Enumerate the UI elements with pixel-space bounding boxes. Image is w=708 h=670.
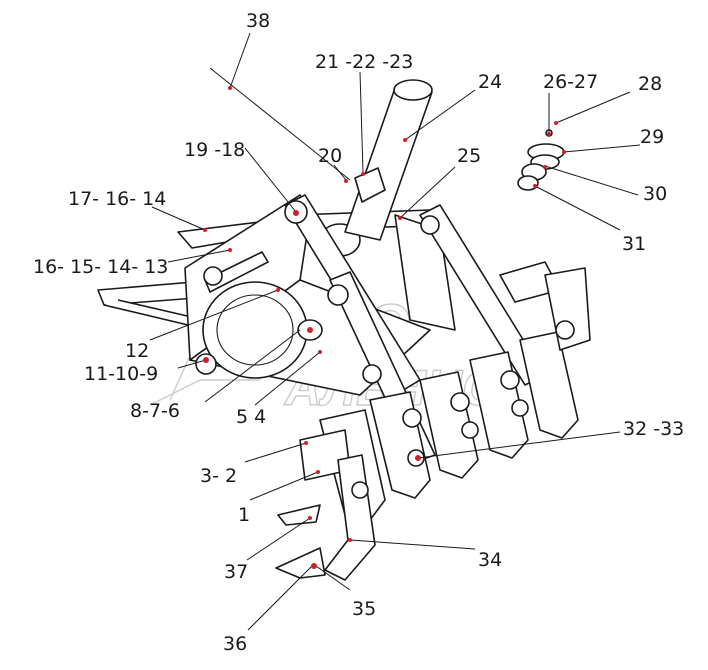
label-35: 35 [352, 598, 376, 620]
label-29: 29 [640, 126, 664, 148]
label-20: 20 [318, 145, 342, 167]
switch-bracket [354, 167, 386, 203]
label-28: 28 [638, 73, 662, 95]
label-17-16-14: 17- 16- 14 [68, 188, 166, 210]
label-25: 25 [457, 145, 481, 167]
label-24: 24 [478, 71, 502, 93]
label-26-27: 26-27 [543, 71, 598, 93]
label-21-22-23: 21 -22 -23 [315, 51, 413, 73]
label-16-15-14-13: 16- 15- 14- 13 [33, 256, 168, 278]
nozzle-assembly [517, 129, 565, 191]
label-30: 30 [643, 183, 667, 205]
label-31: 31 [622, 233, 646, 255]
label-12: 12 [125, 340, 149, 362]
link-arms [284, 194, 546, 463]
bolt-heads [195, 200, 575, 499]
callout-dots [203, 86, 566, 569]
label-8-7-6: 8-7-6 [130, 400, 180, 422]
label-38: 38 [246, 10, 270, 32]
label-1: 1 [238, 504, 250, 526]
label-37: 37 [224, 561, 248, 583]
label-36: 36 [223, 633, 247, 655]
label-3-2: 3- 2 [200, 465, 237, 487]
label-34: 34 [478, 549, 502, 571]
leader-lines [149, 32, 641, 631]
label-5-4: 5 4 [236, 406, 266, 428]
label-19-18: 19 -18 [184, 139, 245, 161]
callout-labels: 38 21 -22 -23 24 26-27 28 29 19 -18 20 2… [33, 10, 684, 655]
label-32-33: 32 -33 [623, 418, 684, 440]
label-11-10-9: 11-10-9 [84, 363, 158, 385]
